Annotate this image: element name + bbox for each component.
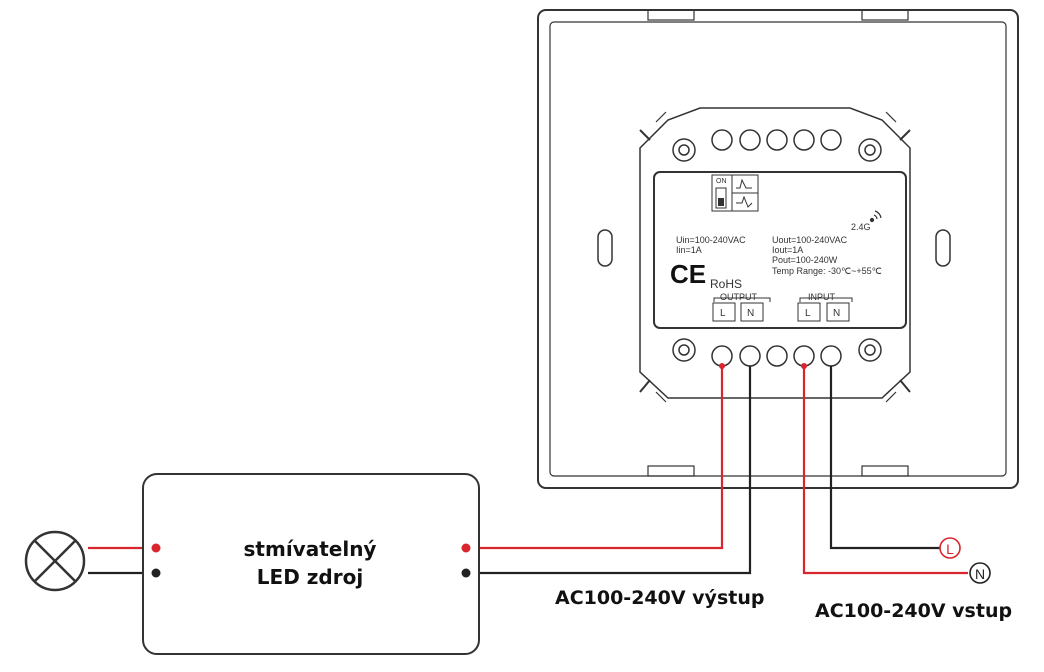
ce-mark: CE xyxy=(670,259,706,289)
neutral-terminal-icon xyxy=(969,562,991,584)
dip-switch xyxy=(711,174,759,212)
live-terminal-icon xyxy=(939,537,961,559)
input-label: INPUT xyxy=(808,292,836,302)
bottom-terminal-screws xyxy=(711,345,842,367)
driver-terminals xyxy=(151,543,471,578)
led-driver-box xyxy=(142,473,480,655)
frequency-label: 2.4G xyxy=(851,222,871,232)
input-caption: AC100-240V vstup xyxy=(815,600,1012,622)
output-caption: AC100-240V výstup xyxy=(555,587,764,609)
temperature-spec: Temp Range: -30℃~+55℃ xyxy=(772,266,882,276)
wire-joints xyxy=(719,363,807,369)
output-neutral-wire xyxy=(466,366,752,575)
switch-on-label: ON xyxy=(716,178,727,185)
input-voltage-spec: Uin=100-240VAC xyxy=(676,235,746,245)
output-voltage-spec: Uout=100-240VAC xyxy=(772,235,848,245)
driver-label-line2: LED zdroj xyxy=(257,565,363,589)
input-n-label: N xyxy=(833,308,840,319)
input-l-label: L xyxy=(805,308,811,319)
screw-holes xyxy=(672,138,882,362)
live-terminal-label: L xyxy=(946,541,954,557)
input-terminal-block xyxy=(797,297,853,322)
output-n-label: N xyxy=(747,308,754,319)
output-power-spec: Pout=100-240W xyxy=(772,255,838,265)
output-l-label: L xyxy=(720,308,726,319)
driver-label-line1: stmívatelný xyxy=(244,537,377,561)
rohs-mark: RoHS xyxy=(710,277,742,291)
input-current-spec: Iin=1A xyxy=(676,245,702,255)
output-label: OUTPUT xyxy=(720,292,758,302)
lamp-icon xyxy=(24,530,86,592)
neutral-terminal-label: N xyxy=(975,566,985,582)
output-current-spec: Iout=1A xyxy=(772,245,803,255)
top-terminal-screws xyxy=(711,129,842,151)
wall-panel xyxy=(537,9,1019,489)
output-terminal-block xyxy=(712,297,771,322)
wires xyxy=(88,366,968,575)
output-live-wire xyxy=(466,366,724,550)
wireless-icon xyxy=(869,210,882,223)
mounting-bracket xyxy=(639,107,911,403)
input-neutral-wire xyxy=(829,366,940,550)
input-live-wire xyxy=(802,366,968,575)
